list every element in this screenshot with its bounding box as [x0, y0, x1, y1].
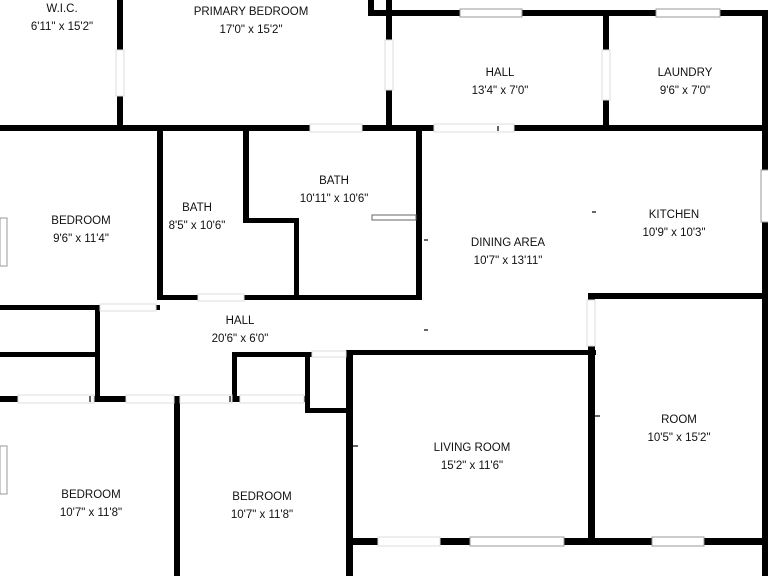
room-name: BEDROOM — [61, 489, 121, 501]
room-dims: 10'11" x 10'6" — [299, 193, 369, 205]
room-name: BEDROOM — [51, 215, 111, 227]
room-dims: 9'6" x 7'0" — [659, 85, 711, 97]
room-label-kitchen: KITCHEN 10'9" x 10'3" — [642, 206, 705, 242]
room-label-room: ROOM 10'5" x 15'2" — [647, 411, 710, 447]
room-dims: 6'11" x 15'2" — [30, 21, 94, 33]
room-label-bedroom-left: BEDROOM 9'6" x 11'4" — [51, 212, 110, 248]
room-label-hall-mid: HALL 20'6" x 6'0" — [212, 312, 269, 348]
room-dims: 10'7" x 13'11" — [473, 255, 543, 267]
room-name: PRIMARY BEDROOM — [193, 6, 309, 18]
door-markers — [61, 126, 679, 497]
room-name: BATH — [319, 175, 349, 187]
room-name: HALL — [225, 315, 255, 327]
room-label-bedroom-bottom-mid: BEDROOM 10'7" x 11'8" — [231, 488, 293, 524]
openings — [0, 8, 768, 547]
room-label-bath-large: BATH 10'11" x 10'6" — [300, 172, 369, 208]
room-dims: 17'0" x 15'2" — [219, 24, 283, 36]
room-dims: 10'5" x 15'2" — [647, 432, 711, 444]
room-name: LIVING ROOM — [433, 442, 511, 454]
room-name: LAUNDRY — [657, 67, 713, 79]
room-label-bath-small: BATH 8'5" x 10'6" — [169, 199, 226, 235]
room-dims: 9'6" x 11'4" — [53, 233, 109, 245]
room-name: HALL — [485, 67, 515, 79]
room-label-bedroom-bottom-left: BEDROOM 10'7" x 11'8" — [60, 486, 122, 522]
room-dims: 13'4" x 7'0" — [471, 85, 529, 97]
room-label-hall-top: HALL 13'4" x 7'0" — [472, 64, 529, 100]
room-label-primary-bedroom: PRIMARY BEDROOM 17'0" x 15'2" — [194, 3, 309, 39]
room-dims: 10'9" x 10'3" — [642, 227, 706, 239]
room-name: KITCHEN — [648, 209, 700, 221]
room-name: W.I.C. — [46, 3, 78, 15]
room-dims: 10'7" x 11'8" — [230, 509, 294, 521]
room-name: DINING AREA — [470, 237, 546, 249]
room-name: BEDROOM — [232, 491, 292, 503]
room-dims: 8'5" x 10'6" — [168, 220, 226, 232]
room-label-dining-area: DINING AREA 10'7" x 13'11" — [471, 234, 545, 270]
room-name: ROOM — [661, 414, 697, 426]
room-dims: 10'7" x 11'8" — [59, 507, 123, 519]
room-label-wic: W.I.C. 6'11" x 15'2" — [31, 0, 93, 36]
room-dims: 15'2" x 11'6" — [440, 460, 504, 472]
room-label-living-room: LIVING ROOM 15'2" x 11'6" — [434, 439, 511, 475]
room-name: BATH — [182, 202, 212, 214]
room-dims: 20'6" x 6'0" — [211, 333, 269, 345]
room-label-laundry: LAUNDRY 9'6" x 7'0" — [658, 64, 713, 100]
